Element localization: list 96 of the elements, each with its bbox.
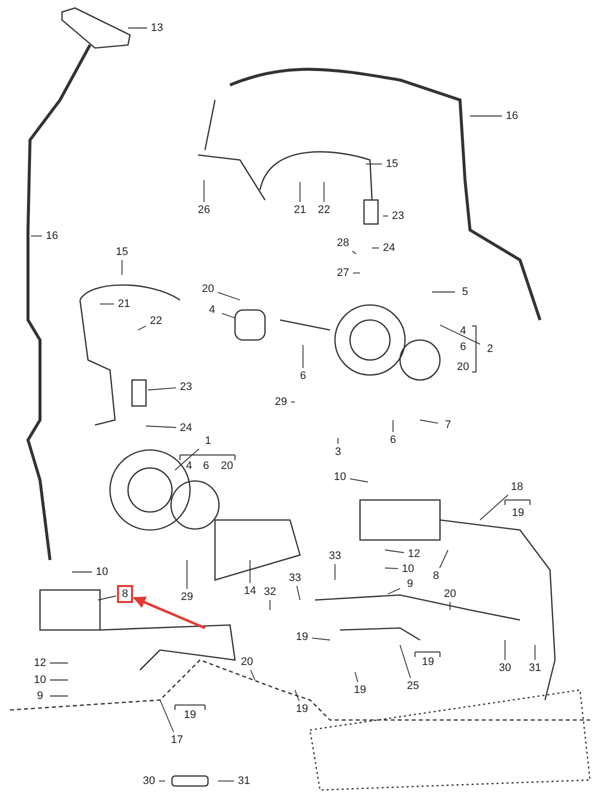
callout-number: 6 <box>384 433 402 447</box>
callout-number: 20 <box>238 655 256 669</box>
callout-number: 5 <box>456 285 474 299</box>
callout-number: 7 <box>439 418 457 432</box>
callout-number: 21 <box>115 297 133 311</box>
callout-number: 9 <box>401 577 419 591</box>
callout-number: 6 <box>294 369 312 383</box>
leader-line <box>146 426 176 428</box>
callout-number: 19 <box>351 683 369 697</box>
leader-line <box>354 672 358 682</box>
callout-number: 10 <box>93 565 111 579</box>
callout-number: 2 <box>481 342 499 356</box>
callout-number: 24 <box>380 241 398 255</box>
callout-number: 10 <box>399 562 417 576</box>
callout-number: 4 <box>184 459 194 473</box>
callout-number: 18 <box>508 480 526 494</box>
callout-number: 28 <box>334 236 352 250</box>
leader-line <box>160 700 174 732</box>
leader-line <box>186 560 188 590</box>
leader-line <box>400 644 411 678</box>
callout-number: 6 <box>458 340 468 354</box>
callout-number: 23 <box>389 209 407 223</box>
callout-number: 27 <box>334 266 352 280</box>
leader-line <box>138 326 146 330</box>
callout-number: 26 <box>195 203 213 217</box>
leader-line <box>480 494 508 520</box>
callout-number: 1 <box>199 434 217 448</box>
callout-number: 14 <box>241 584 259 598</box>
leader-line <box>384 568 398 570</box>
callout-number: 15 <box>113 245 131 259</box>
callout-number: 25 <box>404 679 422 693</box>
leader-line <box>440 324 480 345</box>
leader-line <box>174 448 200 470</box>
callout-number: 15 <box>383 157 401 171</box>
callout-number: 12 <box>405 547 423 561</box>
callout-number: 10 <box>31 673 49 687</box>
callout-number: 4 <box>203 303 221 317</box>
callout-number: 19 <box>182 708 198 722</box>
arrow <box>132 596 206 630</box>
callout-number: 17 <box>168 733 186 747</box>
callout-number: 22 <box>147 314 165 328</box>
leader-line <box>294 690 300 702</box>
leader-line <box>312 638 330 640</box>
leader-line <box>534 644 536 660</box>
leader-line <box>504 640 506 660</box>
leader-line <box>218 292 240 300</box>
callout-number: 10 <box>331 470 349 484</box>
callout-number: 8 <box>427 569 445 583</box>
callout-number: 3 <box>329 445 347 459</box>
callout-number: 20 <box>220 459 234 473</box>
callout-number: 22 <box>315 203 333 217</box>
callout-number: 20 <box>456 360 470 374</box>
callout-number: 24 <box>177 421 195 435</box>
leader-line <box>148 387 176 390</box>
leader-line <box>352 250 356 254</box>
leader-line <box>218 780 234 782</box>
leader-line <box>384 550 404 554</box>
leader-line <box>392 420 394 432</box>
leader-line <box>158 780 166 782</box>
callout-number: 31 <box>235 774 253 788</box>
callout-number: 29 <box>272 395 290 409</box>
leader-line <box>50 662 68 664</box>
callout-number: 29 <box>178 590 196 604</box>
callout-number: 6 <box>202 459 210 473</box>
callout-number: 9 <box>31 689 49 703</box>
callout-number: 20 <box>199 282 217 296</box>
callout-number: 16 <box>503 109 521 123</box>
callout-number: 20 <box>441 587 459 601</box>
callout-number: 21 <box>291 203 309 217</box>
callout-number: 4 <box>458 324 468 338</box>
callout-number: 19 <box>510 506 526 520</box>
callout-number: 13 <box>148 21 166 35</box>
callout-number: 12 <box>31 656 49 670</box>
leader-line <box>302 344 304 368</box>
callout-number: 30 <box>496 661 514 675</box>
leader-line <box>420 420 438 424</box>
callout-number: 19 <box>293 702 311 716</box>
leader-line <box>350 478 368 482</box>
leader-line <box>250 670 256 680</box>
callout-number: 30 <box>140 774 158 788</box>
callout-number: 19 <box>293 630 311 644</box>
leader-line <box>388 588 400 594</box>
callout-number: 33 <box>286 571 304 585</box>
leader-line <box>98 596 116 600</box>
callout-number: 16 <box>43 229 61 243</box>
leader-line <box>222 313 236 318</box>
callout-number: 33 <box>326 549 344 563</box>
leader-line <box>334 564 336 580</box>
leader-line <box>296 586 300 600</box>
callout-number: 19 <box>420 655 436 669</box>
callout-number: 32 <box>261 585 279 599</box>
callout-number: 31 <box>526 661 544 675</box>
highlighted-callout-number: 8 <box>117 585 133 603</box>
leader-line <box>352 272 360 274</box>
callout-number: 23 <box>177 380 195 394</box>
leader-line <box>439 550 448 568</box>
